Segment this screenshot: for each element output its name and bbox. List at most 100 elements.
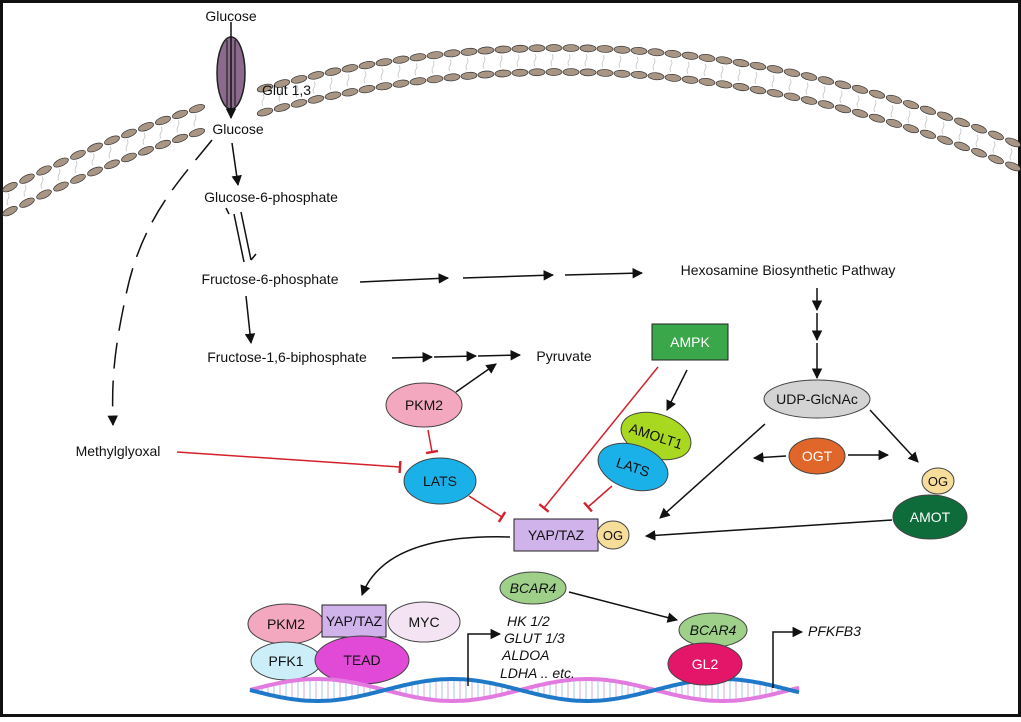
lipid-head	[664, 73, 682, 82]
arrow-f6p-f16bp	[244, 295, 256, 345]
pkm2-label: PKM2	[405, 397, 443, 413]
arrow-f16bp-pyr-2	[433, 350, 478, 362]
lipid-head	[460, 71, 478, 80]
lipid-tail	[414, 63, 418, 76]
lipid-tail	[448, 59, 452, 72]
lipid-head	[256, 83, 274, 93]
lipid-head	[681, 75, 699, 84]
lipid-head	[954, 141, 970, 151]
lipid-head	[2, 206, 18, 217]
lipid-tail	[992, 141, 996, 154]
lipid-tail	[193, 114, 197, 127]
complex-myc-label: MYC	[408, 614, 439, 630]
lipid-head	[579, 68, 597, 77]
lipid-tail	[601, 54, 605, 68]
lipid-head	[273, 79, 291, 88]
lipid-head	[988, 154, 1004, 165]
glucose-inside-label: Glucose	[212, 121, 264, 137]
lipid-tail	[380, 68, 384, 81]
lipid-head	[562, 44, 580, 52]
og-yaptaz-label: OG	[603, 528, 623, 543]
amot-label: AMOT	[910, 509, 951, 525]
lipid-head	[954, 117, 970, 127]
lipid-tail	[856, 95, 860, 108]
arrow-glucose-g6p	[231, 142, 242, 187]
arrow-f6p-hbp-2	[462, 270, 555, 281]
gene-3: ALDOA	[501, 647, 549, 663]
lipid-head	[715, 80, 733, 89]
lipid-head	[545, 68, 563, 76]
lipid-head	[494, 69, 512, 78]
lipid-tail	[907, 110, 911, 123]
gene-1: HK 1/2	[507, 613, 550, 629]
inhibit-pkm2-lats	[425, 429, 439, 455]
lipid-head	[988, 130, 1004, 141]
promoter-arrow-pfkfb3	[772, 626, 804, 688]
lipid-head	[834, 104, 852, 114]
lipid-head	[375, 82, 393, 91]
lipid-head	[70, 149, 86, 160]
lipid-head	[426, 75, 444, 84]
lipid-tail	[618, 55, 622, 68]
lipid-head	[138, 146, 154, 156]
lipid-tail	[516, 54, 520, 67]
amot-node	[892, 494, 968, 540]
lipid-tail	[924, 116, 928, 129]
lipid-head	[732, 83, 750, 92]
lipid-head	[851, 85, 869, 94]
lipid-head	[647, 72, 665, 81]
yaptaz-box	[513, 518, 599, 552]
og-node-amot	[921, 467, 955, 495]
lipid-tail	[533, 54, 537, 67]
lipid-head	[494, 45, 512, 54]
lipid-head	[613, 69, 631, 78]
lipid-tail	[363, 70, 367, 84]
ampk-box	[651, 323, 729, 361]
lipid-head	[392, 55, 410, 64]
lipid-tail	[6, 192, 10, 206]
arrow-bcar4-bcar4	[568, 591, 679, 623]
lipid-head	[290, 99, 308, 108]
dashed-arrow-methylglyoxal	[107, 139, 213, 427]
lipid-tail	[737, 68, 741, 82]
lipid-head	[528, 44, 546, 53]
lipid-head	[783, 68, 801, 77]
lipid-head	[698, 77, 716, 86]
lipid-tail	[720, 66, 724, 79]
udp-glcnac-node	[763, 379, 871, 419]
arrow-f6p-hbp-1	[359, 273, 450, 284]
lipid-head	[971, 124, 987, 134]
lipid-head	[460, 47, 478, 56]
lipid-head	[834, 80, 852, 90]
lipid-head	[698, 53, 716, 62]
lipid-head	[681, 51, 699, 60]
arrow-f6p-hbp-3	[564, 267, 644, 279]
lipid-head	[36, 165, 52, 176]
lipid-tail	[652, 58, 656, 71]
lipid-tail	[958, 128, 962, 141]
lipid-head	[121, 152, 137, 163]
lipid-tail	[295, 85, 299, 98]
dna-strand-pink	[249, 677, 800, 703]
lipid-head	[885, 94, 903, 104]
hbp-label: Hexosamine Biosynthetic Pathway	[681, 262, 896, 278]
lipid-head	[443, 49, 461, 58]
gl2-node	[667, 642, 743, 686]
lipid-head	[937, 135, 953, 145]
lipid-tail	[686, 61, 690, 74]
lipid-head	[392, 79, 410, 88]
lipid-head	[307, 71, 325, 80]
arrow-udp-yaptaz	[659, 423, 766, 519]
lipid-tail	[329, 77, 333, 90]
lipid-head	[172, 133, 188, 144]
lipid-head	[937, 111, 953, 121]
lipid-tail	[754, 71, 758, 85]
lipid-tail	[550, 53, 554, 67]
lipid-head	[664, 49, 682, 58]
lipid-head	[19, 173, 35, 184]
lipid-head	[800, 96, 818, 105]
complex-pfk1-label: PFK1	[268, 653, 303, 669]
og-node-yaptaz	[596, 520, 630, 550]
lipid-head	[868, 89, 886, 99]
lats-left-label: LATS	[423, 473, 457, 489]
